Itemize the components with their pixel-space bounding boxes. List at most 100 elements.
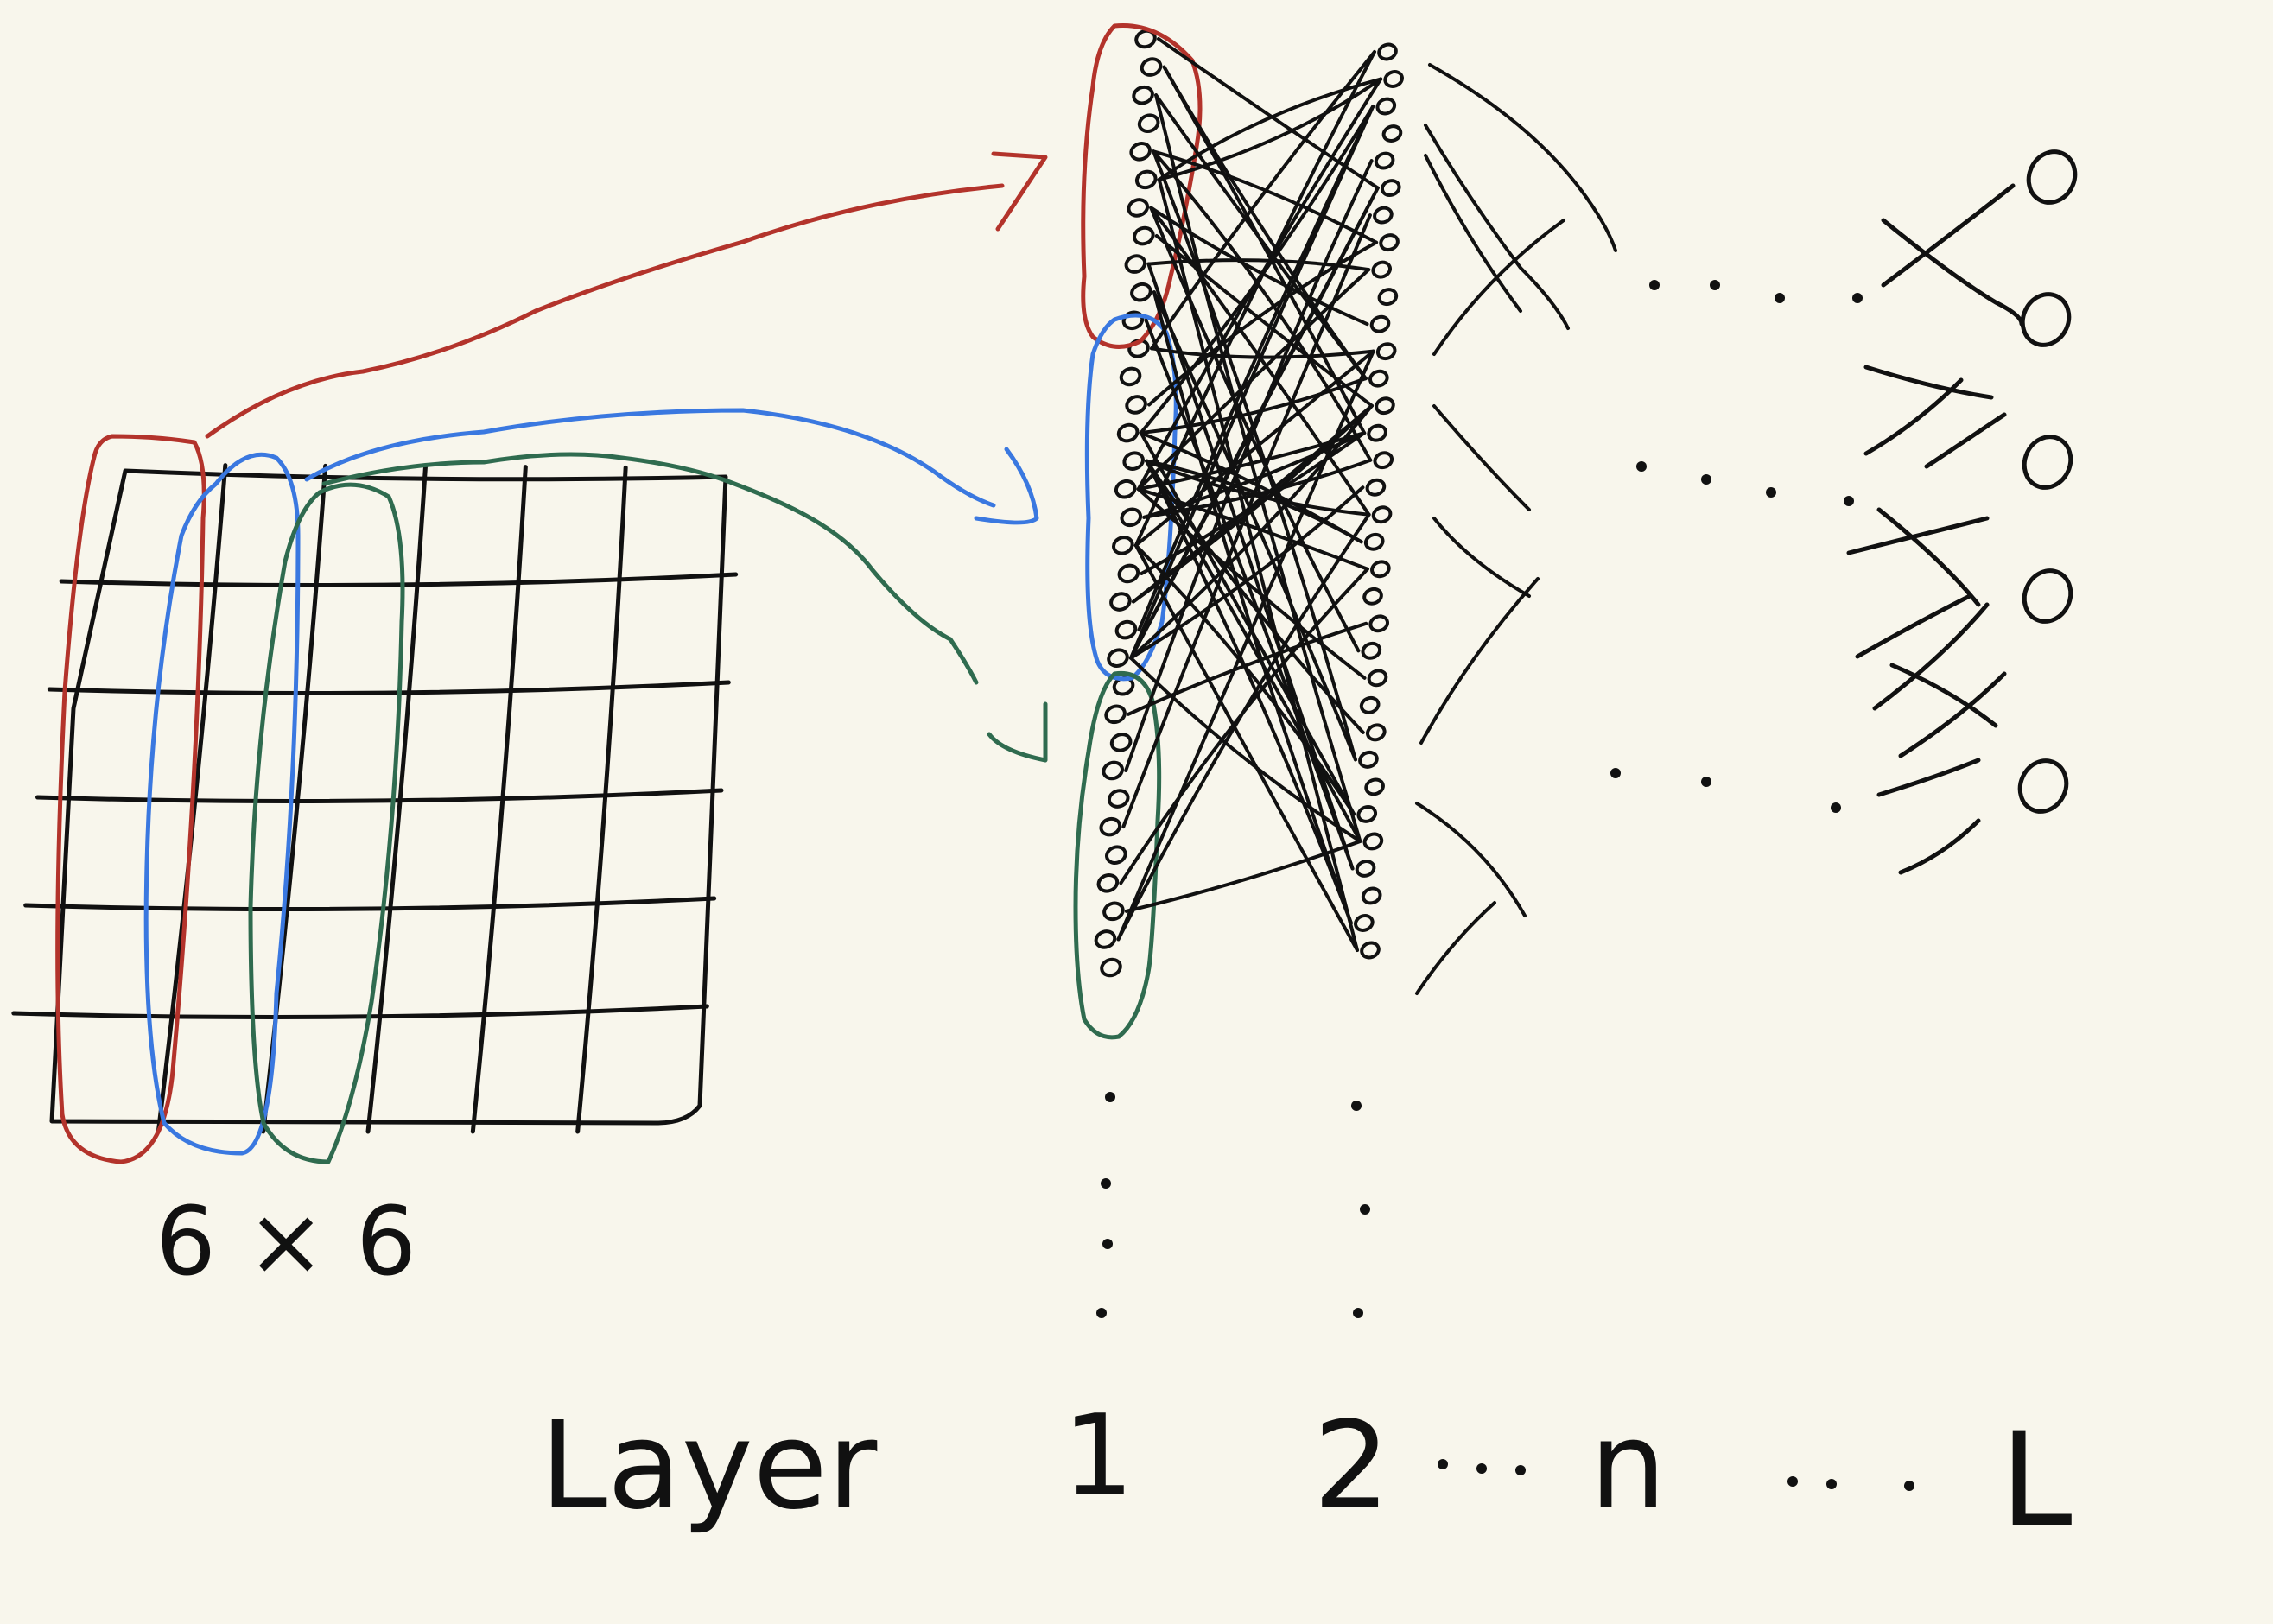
layer-2-neuron — [1380, 179, 1401, 198]
layer-2-neuron — [1367, 669, 1388, 688]
green-neuron-group — [1073, 670, 1162, 1040]
ellipsis-dot — [1904, 1481, 1914, 1491]
layer-1-neuron — [1127, 198, 1150, 218]
input-grid — [11, 463, 739, 1134]
ellipsis-dot — [1649, 280, 1660, 290]
layer-1-neuron — [1099, 816, 1122, 837]
connection-line — [1129, 403, 1374, 660]
layer-1-neuron — [1133, 225, 1155, 246]
connection-line — [1150, 50, 1376, 351]
layer-2-neuron — [1379, 233, 1400, 252]
connection-line — [1139, 105, 1375, 435]
layer-2-neuron — [1381, 124, 1403, 143]
connection-line — [1152, 149, 1379, 244]
connection-line — [1129, 656, 1362, 843]
ellipsis-dot — [1476, 1463, 1487, 1474]
layer-1-neuron — [1102, 760, 1124, 781]
connection-line — [1146, 262, 1355, 871]
connection-line — [1157, 77, 1383, 181]
connection-line — [1149, 206, 1369, 327]
layer-1-neuron — [1137, 113, 1160, 134]
layer-2-neuron — [1375, 396, 1395, 416]
connection-line — [1145, 459, 1363, 544]
layer-1-neuron — [1140, 57, 1163, 77]
layer-2-neuron — [1368, 614, 1389, 633]
ellipsis-dot — [1096, 1308, 1107, 1318]
layer-1-neuron — [1119, 366, 1142, 387]
layer-tick-1: 1 — [1063, 1390, 1134, 1521]
connection-line — [1147, 240, 1379, 407]
grid-row-line — [35, 788, 724, 803]
layer-2-neuron — [1369, 314, 1391, 333]
layer-2-neuron — [1355, 860, 1376, 878]
grid-column-line — [156, 463, 228, 1134]
ellipsis-dot — [1787, 1476, 1798, 1487]
layer-1-neuron — [1114, 619, 1138, 640]
ellipsis-dot — [1844, 496, 1854, 506]
layer-1-neuron — [1134, 169, 1158, 190]
output-layer-neurons — [2017, 149, 2078, 814]
layer-2-neuron — [1362, 587, 1383, 606]
connection-line — [1136, 487, 1367, 680]
grid-outline — [49, 468, 728, 1126]
green-column-highlight — [248, 482, 405, 1164]
connection-line — [1149, 206, 1361, 653]
layer-1-neuron — [1132, 85, 1154, 105]
layer-1-neuron — [1094, 929, 1117, 949]
layer-2-neuron — [1361, 886, 1382, 905]
layer-2-neuron — [1359, 695, 1381, 714]
connection-line — [1133, 50, 1376, 548]
layer-2-neuron — [1364, 777, 1385, 796]
red-neuron-group — [1081, 23, 1203, 349]
layer-1-neuron — [1109, 733, 1133, 752]
layer-1-2-connections — [1116, 37, 1383, 952]
layer-2-neuron — [1358, 750, 1379, 769]
connection-line — [1129, 186, 1380, 660]
layer-tick-2: 2 — [1313, 1396, 1390, 1537]
ellipsis-dot — [1766, 487, 1776, 498]
layer-1-neuron — [1112, 536, 1134, 555]
layer-1-neuron — [1120, 507, 1143, 528]
layer-axis-title: Layer — [540, 1396, 878, 1537]
layer-2-neuron — [1371, 505, 1393, 524]
connection-line — [1133, 543, 1359, 952]
blue-arrow — [304, 408, 996, 508]
layer-2-neuron — [1362, 832, 1384, 851]
layer-1-neuron — [1116, 422, 1140, 443]
connection-line — [1146, 258, 1371, 272]
ellipsis-dot — [1852, 293, 1863, 303]
layer-2-neuron — [1377, 288, 1399, 307]
grid-row-line — [47, 680, 731, 695]
connection-line — [1152, 149, 1357, 762]
connection-line — [1136, 268, 1371, 492]
grid-size-label: 6 × 6 — [156, 1186, 416, 1297]
layer-2-neuron — [1360, 941, 1381, 960]
connection-line — [1116, 512, 1371, 942]
ellipsis-dot — [1105, 1092, 1115, 1102]
layer-2-neuron — [1354, 914, 1375, 932]
green-arrowhead — [987, 701, 1048, 763]
output-neuron — [2022, 435, 2073, 490]
connection-line — [1133, 543, 1356, 816]
connection-line — [1142, 458, 1373, 519]
ellipsis-dot — [1515, 1465, 1526, 1475]
ellipsis-dot — [1360, 1204, 1370, 1215]
grid-column-line — [261, 463, 328, 1134]
blue-arrowhead — [974, 447, 1039, 525]
continuation-dots — [1096, 280, 1914, 1491]
layer-2-neuron — [1356, 804, 1378, 823]
ellipsis-dot — [1101, 1178, 1111, 1189]
ellipsis-dot — [1636, 461, 1647, 472]
layer-2-neuron — [1365, 478, 1387, 497]
layer-1-neuron — [1107, 648, 1129, 668]
output-neuron — [2020, 292, 2072, 347]
layer-tick-l: L — [2000, 1405, 2073, 1556]
ellipsis-dot — [1710, 280, 1720, 290]
grid-column-line — [575, 465, 628, 1134]
red-arrow — [205, 183, 1005, 439]
layer-2-neuron — [1377, 42, 1398, 61]
layer-2-neuron — [1365, 723, 1387, 742]
connection-line — [1139, 431, 1356, 816]
ellipsis-dot — [1826, 1479, 1837, 1489]
layer-1-neurons — [1094, 29, 1163, 978]
